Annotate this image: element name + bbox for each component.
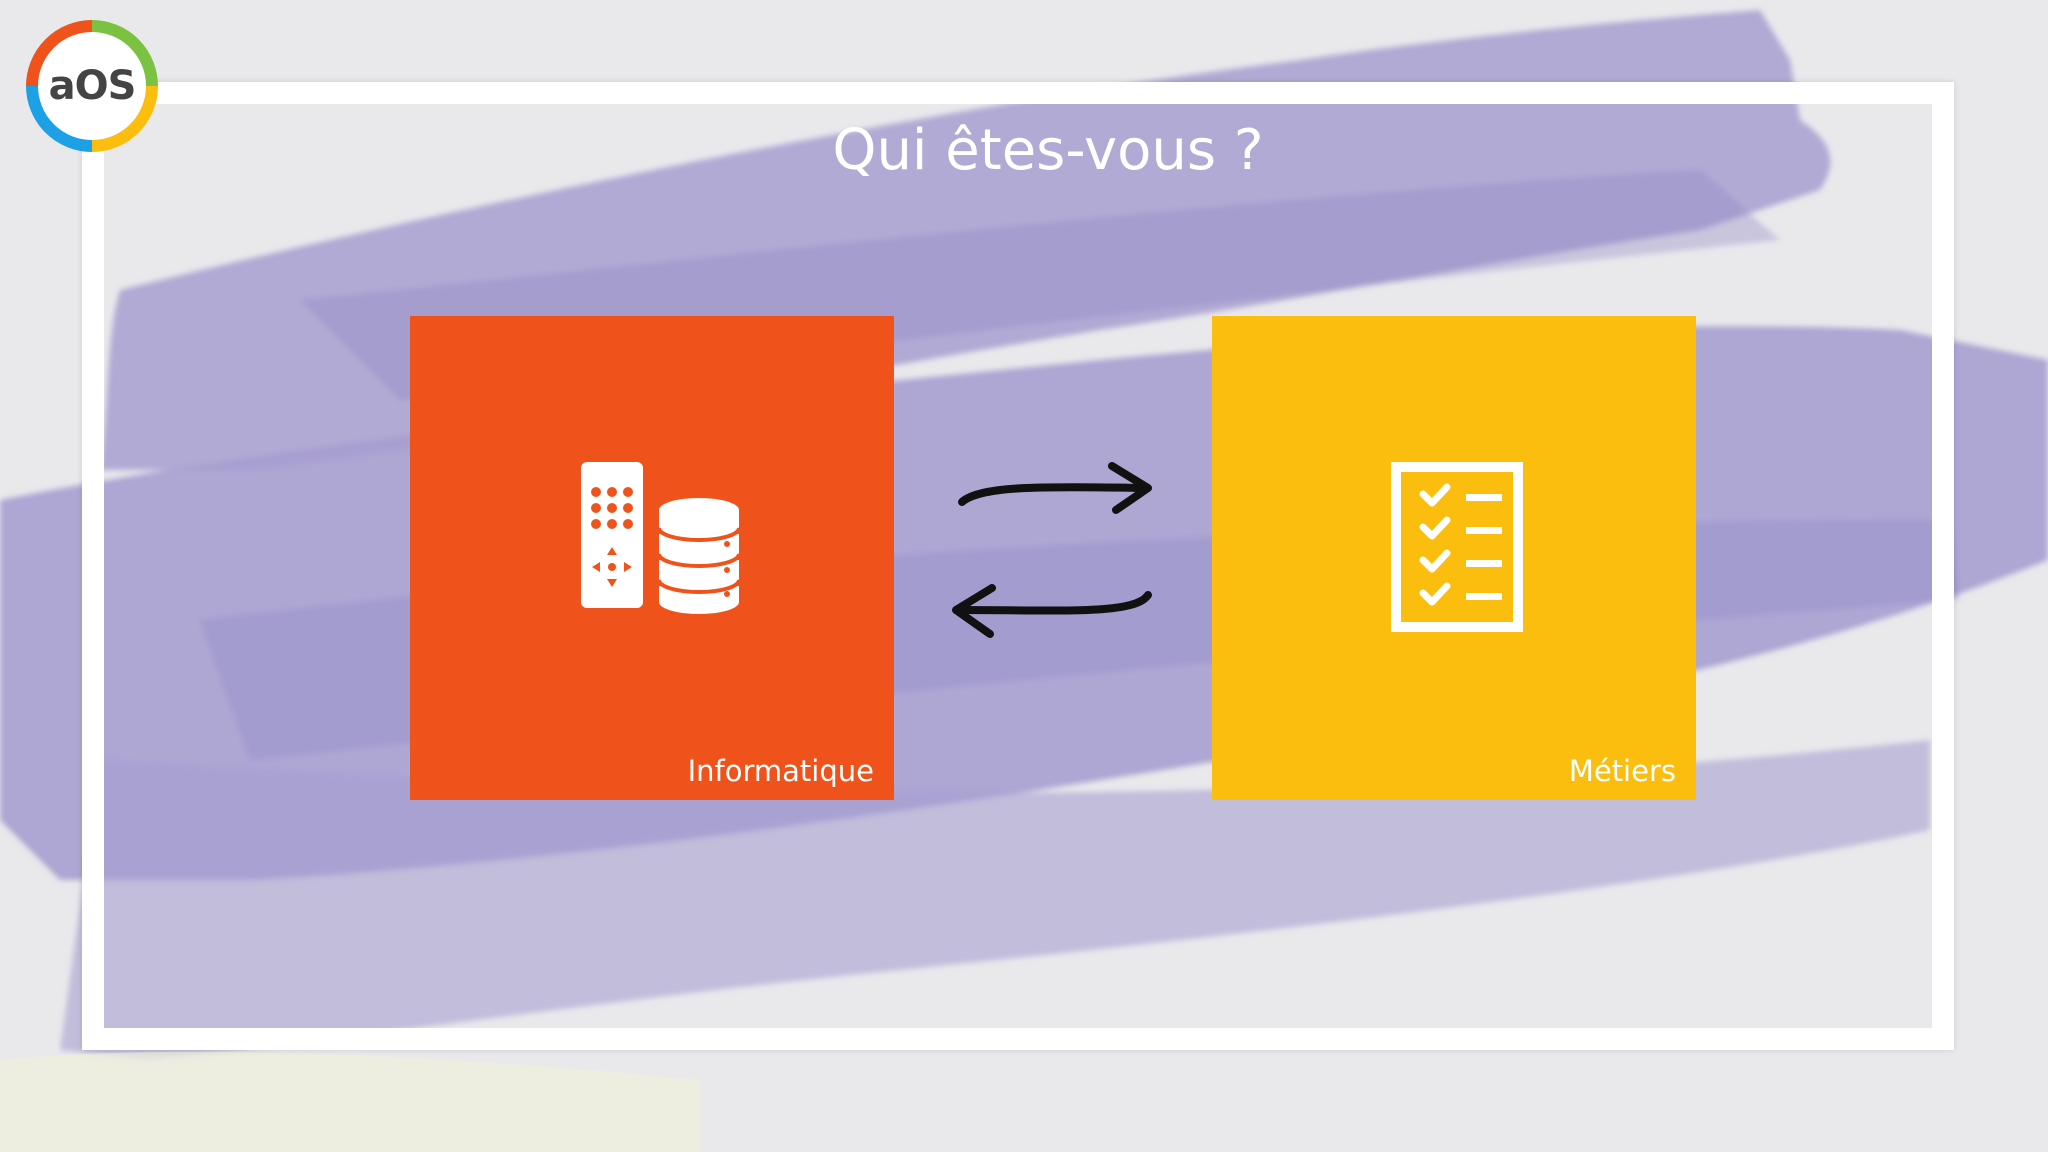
tile-label: Métiers xyxy=(1568,754,1676,788)
tile-label: Informatique xyxy=(687,754,874,788)
logo-ring-icon xyxy=(26,20,158,152)
tile-informatique[interactable]: Informatique xyxy=(410,316,894,800)
tile-metiers[interactable]: Métiers xyxy=(1212,316,1696,800)
aos-logo[interactable]: aOS xyxy=(26,20,158,152)
server-database-icon xyxy=(581,462,741,614)
logo-text: aOS xyxy=(48,63,137,109)
exchange-arrows-icon xyxy=(952,462,1152,638)
checklist-icon xyxy=(1391,462,1523,632)
page-title: Qui êtes-vous ? xyxy=(832,118,1264,183)
slide-frame xyxy=(82,82,1954,1050)
